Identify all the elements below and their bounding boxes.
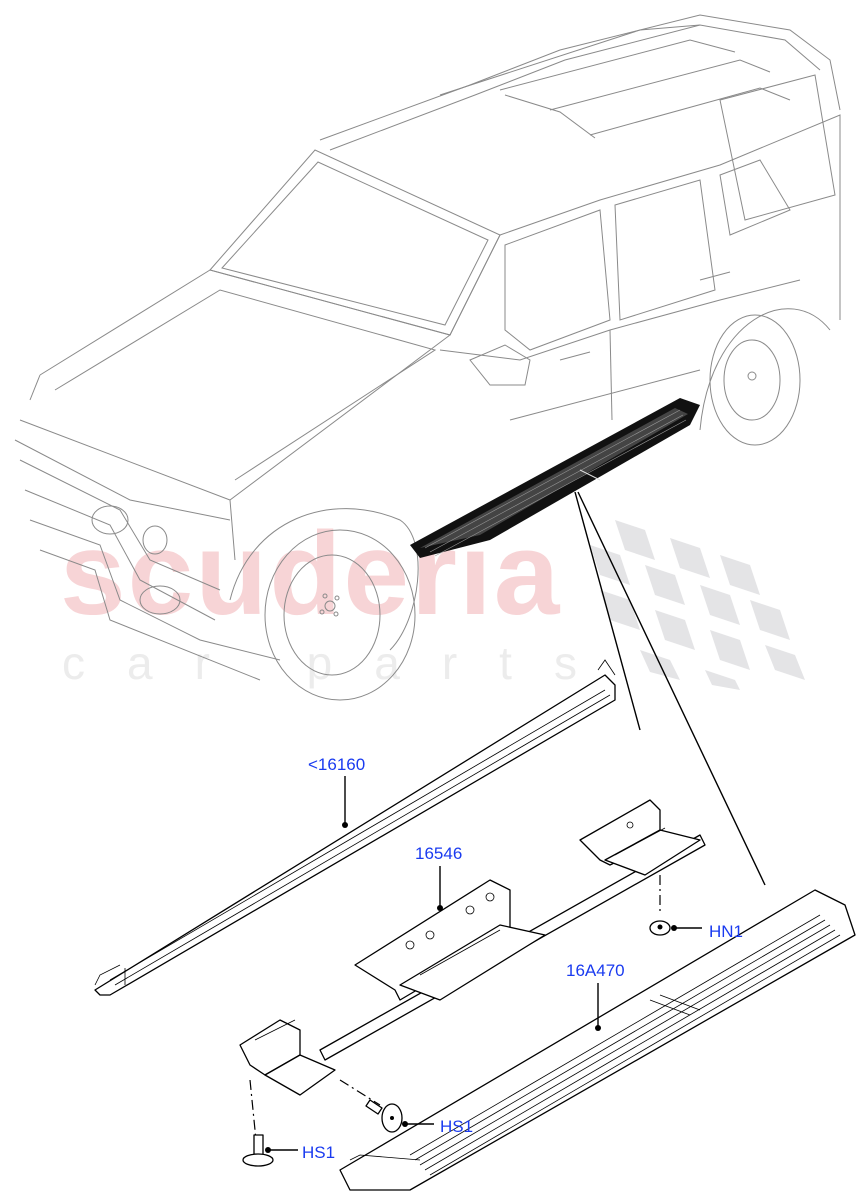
callout-16a470[interactable]: 16A470 <box>566 961 625 980</box>
callout-16546[interactable]: 16546 <box>415 844 463 863</box>
axis-line-hs1-upper <box>339 1079 381 1106</box>
callout-leaders <box>265 776 702 1153</box>
leader-line-step <box>577 491 766 886</box>
watermark-tagline: car parts <box>62 637 619 689</box>
part-16546-bracket-assembly <box>239 799 706 1096</box>
part-16160-side-rail <box>94 659 616 996</box>
screw-hs1-lower <box>242 1134 274 1167</box>
callout-hs1-upper[interactable]: HS1 <box>440 1117 474 1136</box>
leader-line-rail <box>574 491 641 731</box>
installed-running-board <box>410 398 700 558</box>
vehicle-outline <box>14 14 841 701</box>
callout-hn1[interactable]: HN1 <box>709 922 744 941</box>
nut-hn1 <box>649 920 671 936</box>
callout-hs1-lower[interactable]: HS1 <box>302 1143 336 1162</box>
callout-16160[interactable]: <16160 <box>308 755 366 774</box>
checkered-flag-watermark <box>590 520 805 690</box>
part-16a470-running-board <box>339 889 856 1191</box>
screw-hs1-upper <box>365 1099 403 1133</box>
